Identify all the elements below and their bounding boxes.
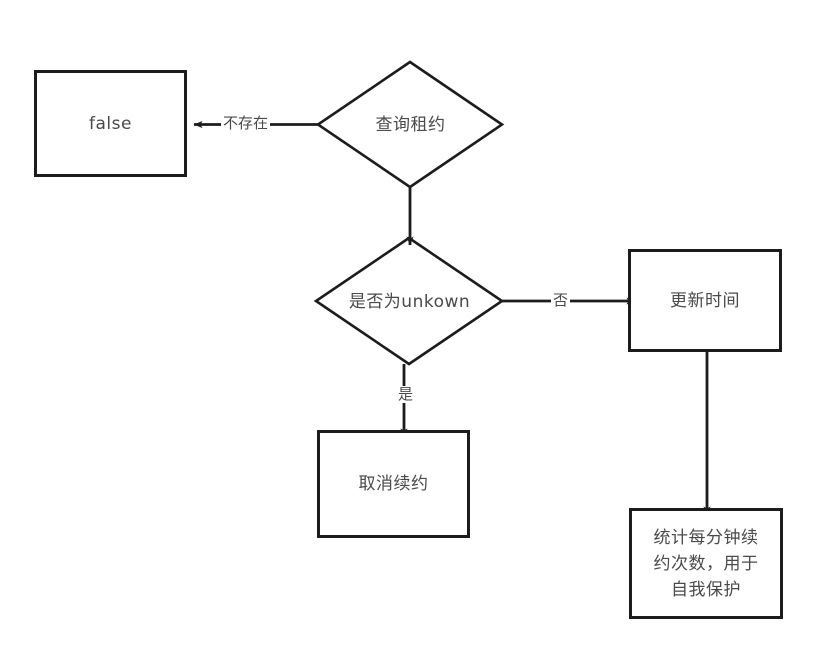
edge-label-yes: 是 (396, 385, 416, 403)
node-label-cancel-renew: 取消续约 (358, 474, 429, 494)
node-cancel-renew[interactable]: 取消续约 (317, 430, 470, 538)
node-label-query-lease: 查询租约 (375, 115, 446, 135)
node-count-protect[interactable]: 统计每分钟续 约次数，用于 自我保护 (629, 508, 783, 619)
node-is-unkown[interactable]: 是否为unkown (316, 238, 503, 365)
node-query-lease[interactable]: 查询租约 (318, 62, 503, 188)
node-label-false-box: false (89, 113, 132, 134)
node-label-is-unkown: 是否为unkown (348, 291, 471, 312)
decision-shape-is-unkown (313, 236, 505, 366)
node-label-update-time: 更新时间 (670, 290, 740, 311)
node-label-count-protect: 统计每分钟续 约次数，用于 自我保护 (653, 527, 759, 600)
node-false-box[interactable]: false (34, 70, 187, 177)
edge-label-no: 否 (551, 291, 571, 309)
edge-label-not-exist: 不存在 (221, 114, 271, 132)
node-update-time[interactable]: 更新时间 (628, 249, 782, 352)
